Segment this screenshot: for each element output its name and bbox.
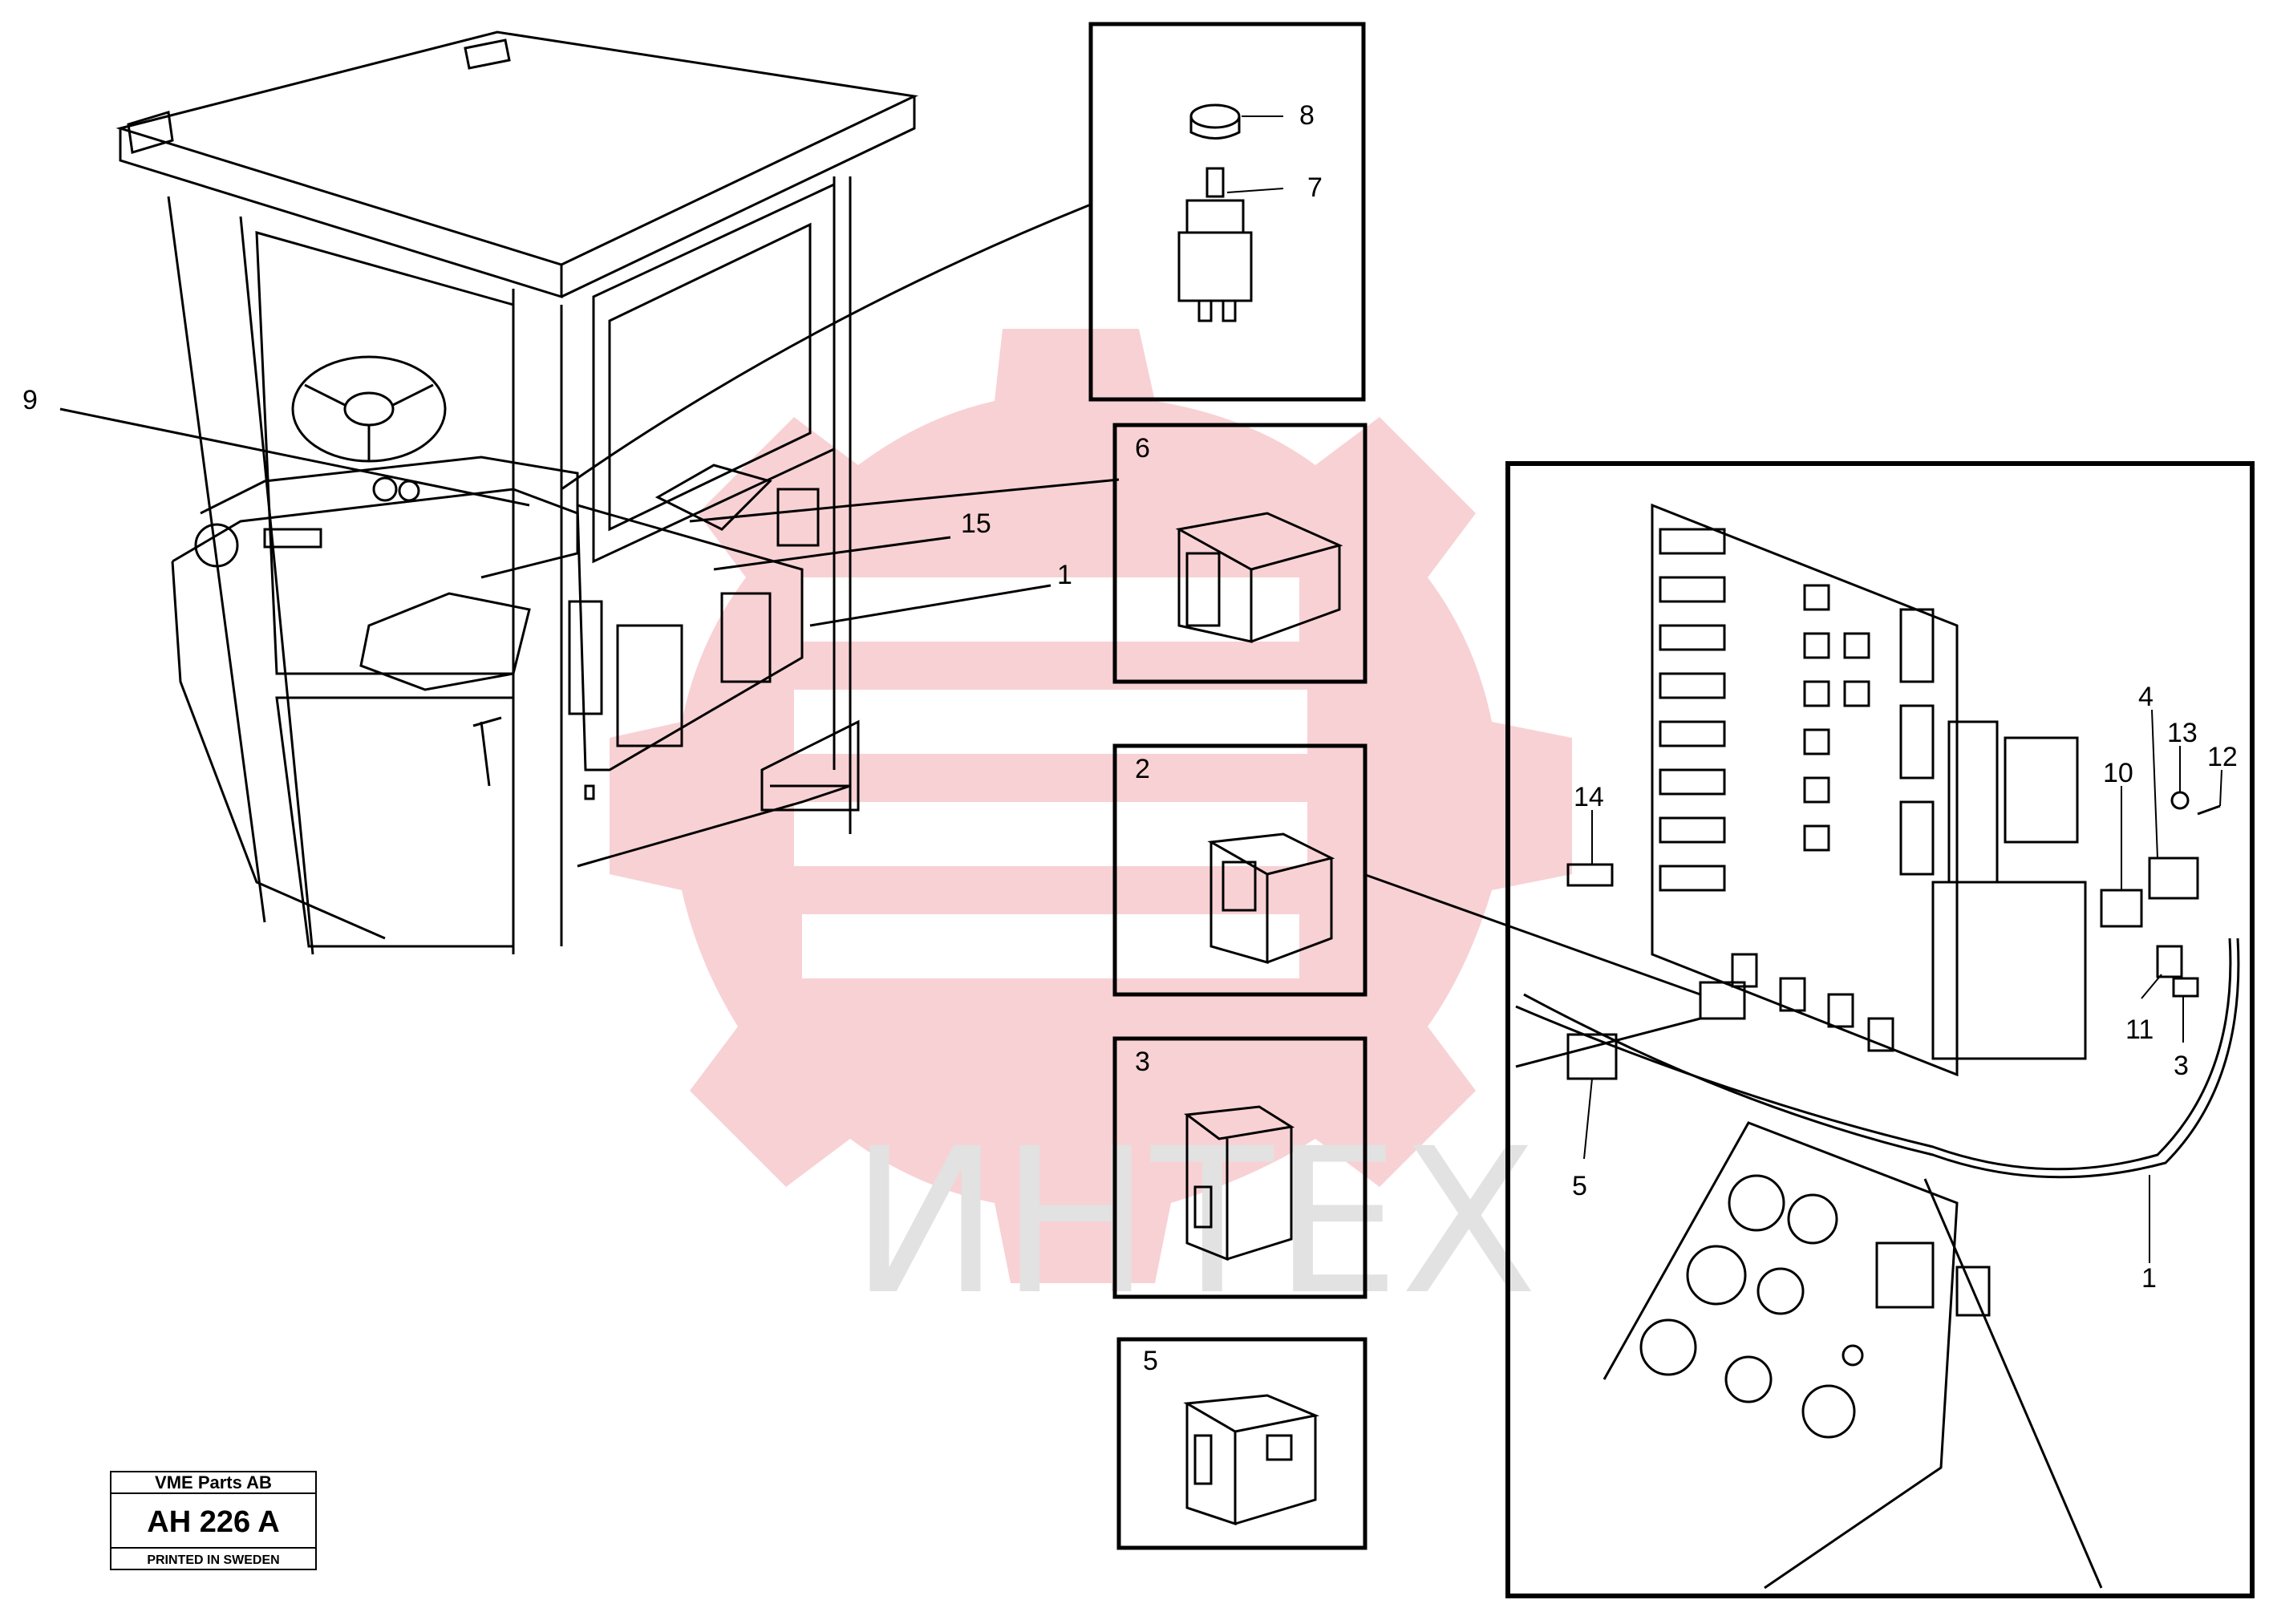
detail-callout-5: 5: [1572, 1171, 1587, 1201]
detail-callout-12: 12: [2207, 742, 2238, 772]
callout-8: 8: [1299, 100, 1315, 131]
cab-drawing: [115, 30, 919, 955]
detail-callout-14: 14: [1574, 782, 1604, 812]
detail-callout-10: 10: [2103, 758, 2133, 788]
inset-part-6: 6: [1112, 423, 1367, 684]
plate-company: VME Parts AB: [155, 1472, 272, 1492]
callout-15: 15: [961, 508, 991, 539]
leader-lines: [59, 203, 1701, 996]
callout-6: 6: [1135, 433, 1150, 464]
detail-callout-13: 13: [2167, 718, 2198, 748]
plate-code: AH 226 A: [147, 1505, 279, 1539]
callout-1: 1: [1057, 560, 1072, 590]
title-plate: VME Parts AB AH 226 A PRINTED IN SWEDEN: [110, 1471, 317, 1570]
inset-part-3: 3: [1112, 1036, 1367, 1299]
detail-box: 4 13 12 14 10 11 3 5 1: [1505, 461, 2255, 1598]
detail-callout-3: 3: [2174, 1051, 2189, 1081]
watermark-text: ИНТЕХ: [850, 1105, 1538, 1338]
callout-7: 7: [1307, 172, 1323, 203]
detail-callout-11: 11: [2125, 1014, 2154, 1045]
callout-3: 3: [1135, 1047, 1150, 1077]
inset-switch: 8 7: [1088, 22, 1366, 402]
detail-callout-1: 1: [2141, 1263, 2157, 1294]
callout-9: 9: [22, 385, 38, 415]
inset-part-5: 5: [1116, 1337, 1367, 1550]
callout-5: 5: [1143, 1346, 1158, 1376]
watermark-logo-inner: [794, 577, 1307, 978]
plate-printed: PRINTED IN SWEDEN: [147, 1553, 279, 1567]
inset-part-2: 2: [1112, 743, 1367, 997]
detail-callout-4: 4: [2138, 682, 2154, 712]
callout-2: 2: [1135, 754, 1150, 784]
